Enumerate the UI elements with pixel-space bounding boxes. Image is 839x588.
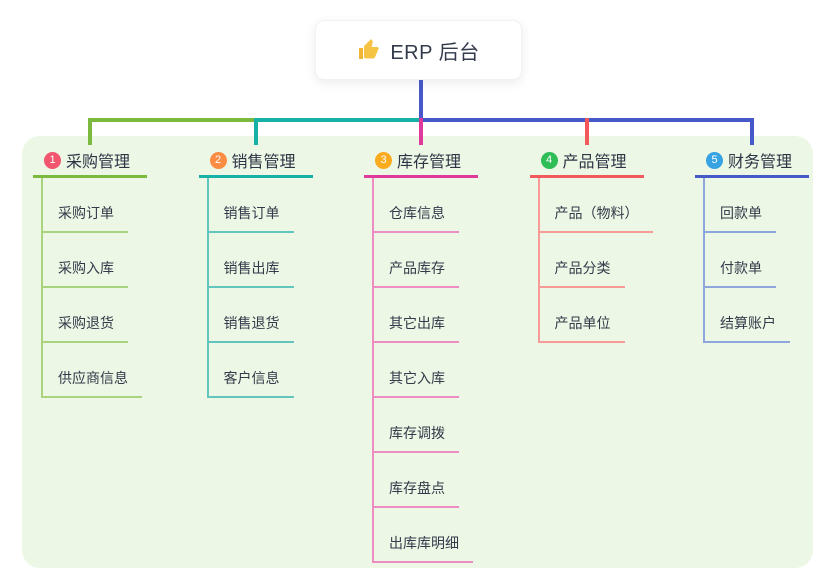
child-item[interactable]: 库存调拨	[374, 423, 459, 453]
child-item[interactable]: 客户信息	[208, 368, 294, 398]
branch-header-3[interactable]: 3 库存管理	[364, 145, 478, 178]
child-item[interactable]: 付款单	[705, 258, 776, 288]
child-row: 销售出库	[208, 233, 399, 288]
child-row: 采购入库	[43, 233, 233, 288]
child-item[interactable]: 采购订单	[43, 203, 128, 233]
branch-column-1: 1 采购管理采购订单采购入库采购退货供应商信息	[33, 145, 233, 398]
child-row: 库存盘点	[374, 453, 564, 508]
child-row: 回款单	[705, 178, 839, 233]
child-row: 仓库信息	[374, 178, 564, 233]
branch-children: 回款单付款单结算账户	[703, 178, 839, 343]
child-item[interactable]: 采购入库	[43, 258, 128, 288]
branch-children: 销售订单销售出库销售退货客户信息	[206, 178, 399, 398]
branch-badge: 5	[706, 151, 723, 169]
child-row: 出库库明细	[374, 508, 564, 563]
branch-header-1[interactable]: 1 采购管理	[33, 145, 147, 178]
child-item[interactable]: 产品（物料）	[539, 203, 653, 233]
child-row: 库存调拨	[374, 398, 564, 453]
root-node-label: ERP 后台	[390, 41, 480, 64]
child-row: 采购订单	[43, 178, 233, 233]
child-item[interactable]: 供应商信息	[43, 368, 142, 398]
branch-header-5[interactable]: 5 财务管理	[695, 145, 809, 178]
child-item[interactable]: 结算账户	[705, 313, 790, 343]
branch-children: 产品（物料） 产品分类产品单位	[537, 178, 730, 343]
child-row: 产品（物料）	[539, 178, 730, 233]
thumbs-up-icon	[359, 39, 380, 59]
child-row: 产品分类	[539, 233, 730, 288]
child-item[interactable]: 销售出库	[208, 258, 294, 288]
child-row: 其它出库	[374, 288, 564, 343]
branch-label: 财务管理	[728, 154, 793, 171]
child-row: 结算账户	[705, 288, 839, 343]
child-item[interactable]: 产品库存	[374, 258, 459, 288]
child-item[interactable]: 仓库信息	[374, 203, 459, 233]
connector-bus-mid	[255, 118, 421, 122]
branch-badge: 3	[375, 151, 392, 169]
child-item[interactable]: 销售订单	[208, 203, 294, 233]
child-row: 产品单位	[539, 288, 730, 343]
connector-drop-branch-4	[584, 118, 589, 145]
child-row: 供应商信息	[43, 343, 233, 398]
child-item[interactable]: 销售退货	[208, 313, 294, 343]
connector-drop-branch-1	[88, 118, 92, 145]
child-row: 付款单	[705, 233, 839, 288]
connector-drop-branch-2	[253, 118, 258, 145]
child-item[interactable]: 其它入库	[374, 368, 459, 398]
branch-badge: 4	[540, 151, 558, 169]
connector-bus-left	[90, 118, 256, 122]
child-item[interactable]: 产品单位	[539, 313, 625, 343]
branch-badge: 1	[44, 151, 61, 169]
branch-children: 采购订单采购入库采购退货供应商信息	[41, 178, 233, 398]
child-row: 销售退货	[208, 288, 399, 343]
mindmap-panel	[22, 136, 813, 568]
child-item[interactable]: 回款单	[705, 203, 776, 233]
branch-column-3: 3 库存管理仓库信息产品库存其它出库其它入库库存调拨库存盘点出库库明细	[364, 145, 564, 563]
child-item[interactable]: 出库库明细	[374, 533, 473, 563]
child-row: 产品库存	[374, 233, 564, 288]
child-row: 其它入库	[374, 343, 564, 398]
branch-label: 库存管理	[397, 154, 462, 171]
child-row: 客户信息	[208, 343, 399, 398]
branch-label: 采购管理	[66, 154, 131, 171]
child-item[interactable]: 其它出库	[374, 313, 459, 343]
branch-label: 销售管理	[231, 154, 296, 171]
branch-badge: 2	[209, 151, 227, 169]
branch-label: 产品管理	[562, 154, 627, 171]
child-row: 采购退货	[43, 288, 233, 343]
child-item[interactable]: 采购退货	[43, 313, 128, 343]
child-item[interactable]: 产品分类	[539, 258, 625, 288]
connector-drop-branch-5	[750, 118, 754, 145]
child-row: 销售订单	[208, 178, 399, 233]
branch-column-5: 5 财务管理回款单付款单结算账户	[695, 145, 839, 343]
branch-children: 仓库信息产品库存其它出库其它入库库存调拨库存盘点出库库明细	[372, 178, 564, 563]
child-item[interactable]: 库存盘点	[374, 478, 459, 508]
connector-trunk	[419, 80, 423, 122]
connector-drop-branch-3	[419, 118, 423, 145]
root-node[interactable]: ERP 后台	[315, 20, 522, 80]
